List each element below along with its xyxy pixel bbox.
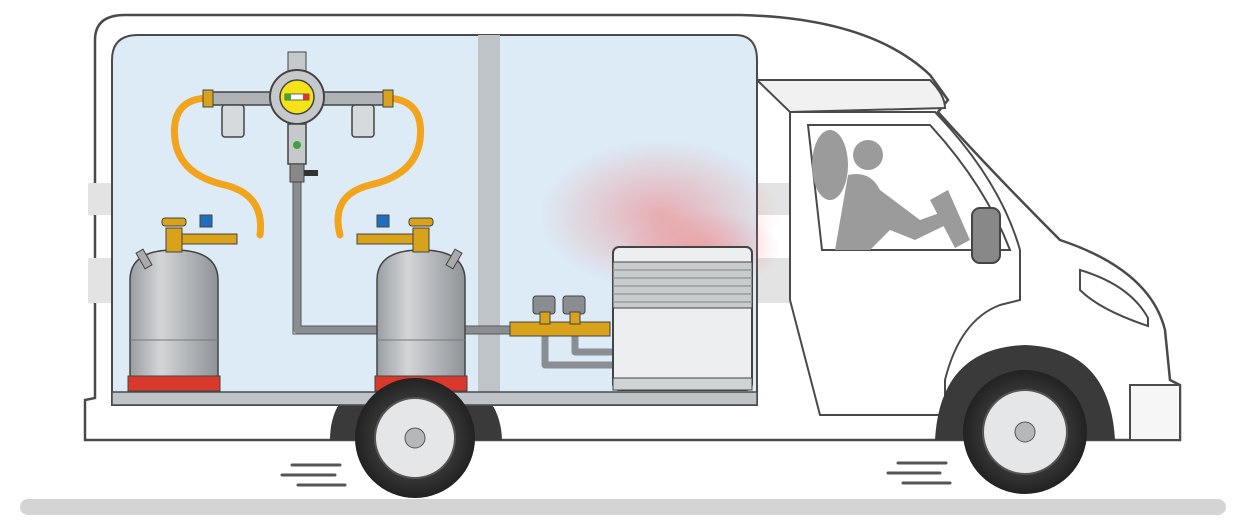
front-bumper: [1129, 384, 1181, 441]
orange-hoses: [170, 94, 425, 239]
gas-regulator: [202, 51, 394, 183]
shutoff-valves: [509, 295, 611, 337]
interior-divider: [478, 35, 500, 393]
roof-cab: [754, 79, 947, 114]
front-wheel: [963, 370, 1087, 494]
gas-cylinder-left: [127, 214, 238, 392]
motion-lines: [280, 461, 952, 487]
ground: [20, 499, 1226, 515]
interior-cutaway: [111, 34, 758, 406]
driver-silhouette: [812, 130, 970, 250]
headlight: [1079, 268, 1149, 328]
rear-wheel: [355, 378, 475, 498]
gas-heater: [612, 246, 753, 391]
side-mirror: [971, 207, 1001, 264]
